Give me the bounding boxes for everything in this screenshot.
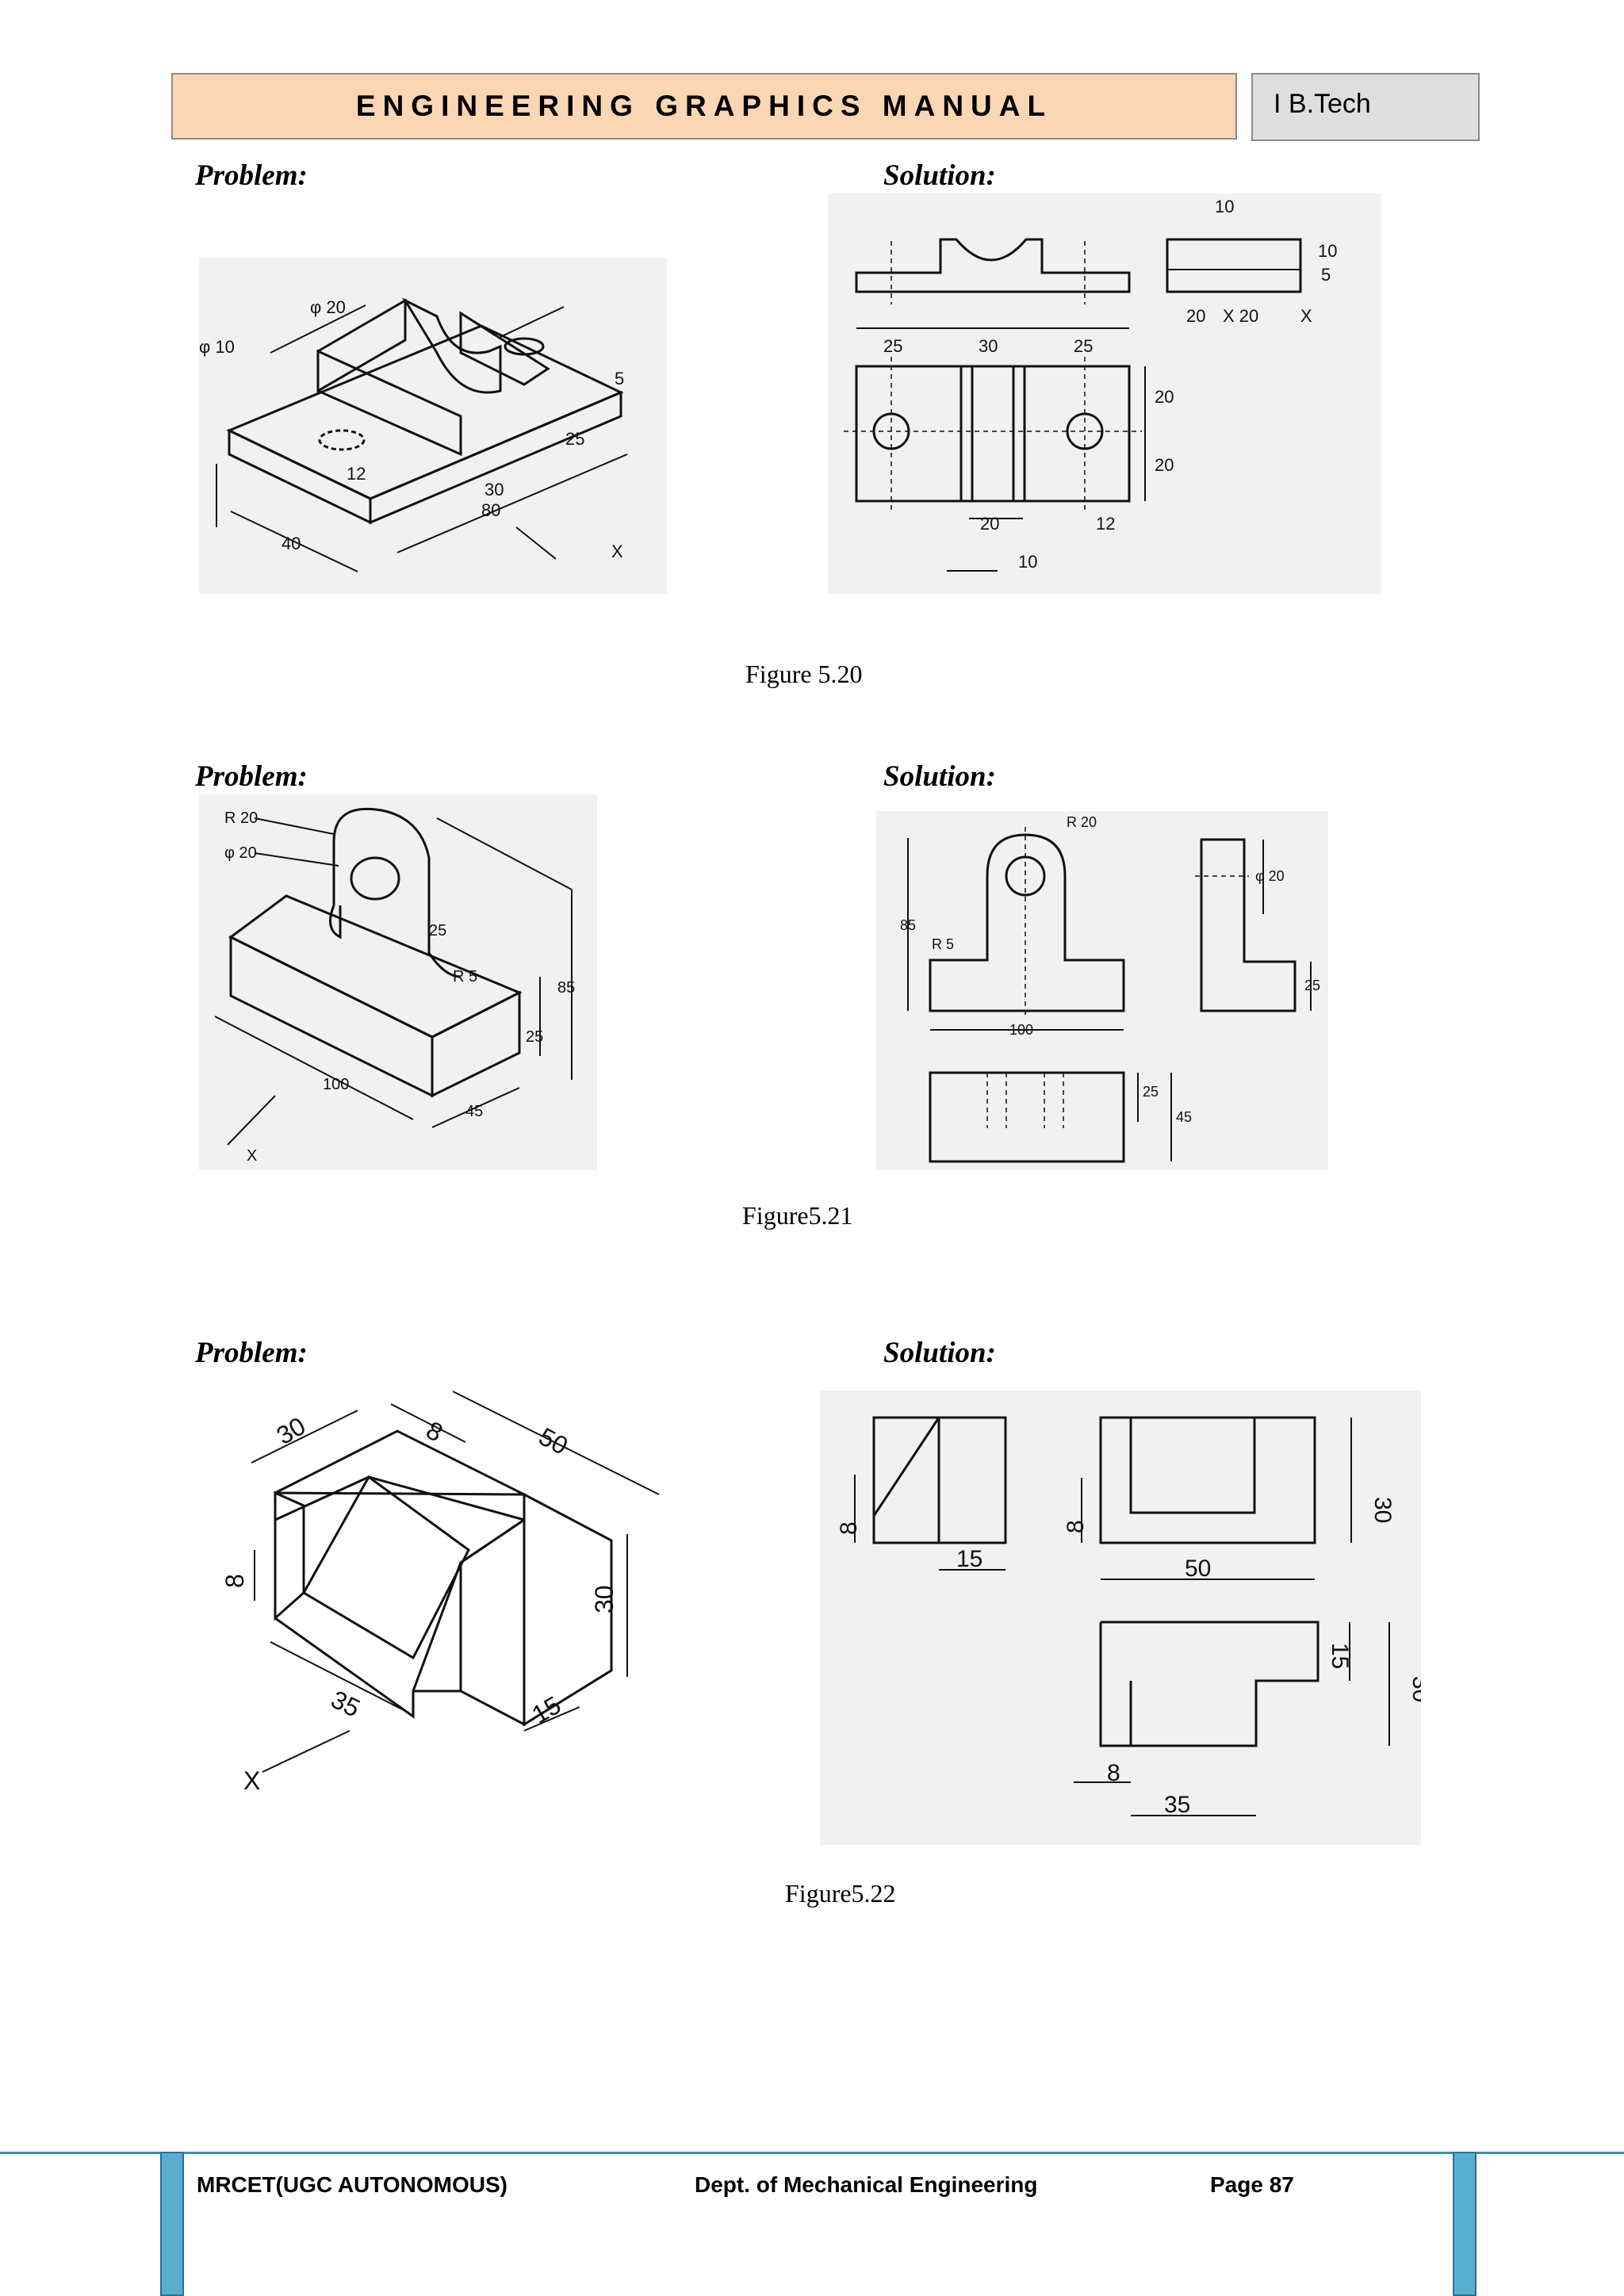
- svg-text:45: 45: [1176, 1109, 1192, 1125]
- orthographic-views: R 20 85 R 5 100 φ 20 25 25 45: [876, 811, 1328, 1170]
- svg-text:25: 25: [1074, 336, 1093, 356]
- footer-bar-left: [160, 2152, 184, 2296]
- svg-text:20: 20: [1155, 387, 1174, 407]
- svg-text:R 20: R 20: [1067, 814, 1097, 830]
- svg-text:X: X: [247, 1147, 257, 1165]
- solution-label: Solution:: [883, 1337, 996, 1369]
- svg-text:30: 30: [590, 1585, 619, 1613]
- solution-label: Solution:: [883, 760, 996, 793]
- figure-caption: Figure 5.20: [745, 660, 863, 688]
- svg-text:8: 8: [836, 1521, 862, 1535]
- svg-text:100: 100: [1009, 1022, 1033, 1038]
- figure-caption: Figure5.21: [742, 1201, 853, 1230]
- svg-text:45: 45: [465, 1103, 483, 1120]
- svg-text:80: 80: [481, 500, 500, 520]
- svg-text:8: 8: [220, 1574, 249, 1588]
- svg-text:5: 5: [615, 369, 624, 388]
- svg-text:R 5: R 5: [453, 968, 477, 985]
- svg-text:50: 50: [534, 1422, 573, 1460]
- isometric-drawing: φ 20 φ 10 5 12 25 30 80 40 X: [199, 258, 667, 594]
- orthographic-views: 10 10 5 20 X 20 X 25 30 25 20 20 20 12 1…: [828, 193, 1381, 594]
- svg-text:20: 20: [1186, 306, 1205, 326]
- svg-text:35: 35: [327, 1685, 365, 1723]
- svg-text:φ 20: φ 20: [224, 844, 257, 862]
- svg-text:8: 8: [1063, 1520, 1089, 1533]
- solution-label: Solution:: [883, 159, 996, 192]
- svg-text:15: 15: [956, 1546, 982, 1572]
- svg-text:X: X: [1300, 306, 1312, 326]
- svg-text:20: 20: [1155, 455, 1174, 475]
- svg-text:25: 25: [1143, 1084, 1159, 1100]
- svg-text:85: 85: [557, 979, 575, 997]
- svg-text:25: 25: [565, 429, 584, 449]
- svg-text:25: 25: [883, 336, 902, 356]
- footer-page-number: Page 87: [1210, 2172, 1294, 2197]
- svg-text:φ 10: φ 10: [199, 337, 235, 357]
- svg-text:30: 30: [485, 480, 504, 499]
- svg-text:10: 10: [1018, 552, 1037, 572]
- manual-title: ENGINEERING GRAPHICS MANUAL: [171, 73, 1237, 140]
- svg-text:φ 20: φ 20: [1255, 868, 1285, 884]
- svg-text:30: 30: [1408, 1676, 1421, 1702]
- orthographic-views: 8 15 8 50 30 15 30 8 35: [820, 1391, 1421, 1845]
- svg-text:5: 5: [1321, 265, 1331, 285]
- svg-text:25: 25: [1304, 978, 1320, 993]
- svg-text:8: 8: [1107, 1760, 1120, 1786]
- footer-bar-right: [1453, 2152, 1477, 2296]
- svg-text:R 5: R 5: [932, 936, 954, 952]
- svg-text:15: 15: [1327, 1643, 1353, 1669]
- svg-text:40: 40: [282, 534, 301, 553]
- svg-text:R 20: R 20: [224, 809, 258, 827]
- svg-text:100: 100: [323, 1076, 349, 1093]
- course-badge: I B.Tech: [1251, 73, 1480, 141]
- svg-text:φ 20: φ 20: [310, 297, 346, 317]
- svg-text:20: 20: [980, 514, 999, 534]
- svg-text:85: 85: [900, 917, 916, 933]
- svg-text:30: 30: [272, 1411, 311, 1450]
- svg-text:30: 30: [1369, 1497, 1396, 1523]
- svg-text:50: 50: [1185, 1556, 1211, 1582]
- footer-rule: [0, 2152, 1624, 2154]
- svg-text:25: 25: [526, 1028, 543, 1046]
- svg-text:10: 10: [1318, 241, 1337, 261]
- problem-label: Problem:: [195, 159, 308, 192]
- svg-text:10: 10: [1215, 197, 1234, 216]
- problem-label: Problem:: [195, 1337, 308, 1369]
- problem-label: Problem:: [195, 760, 308, 793]
- svg-text:X 20: X 20: [1223, 306, 1258, 326]
- footer-department: Dept. of Mechanical Engineering: [695, 2172, 1038, 2197]
- svg-text:12: 12: [347, 464, 366, 484]
- isometric-drawing: R 20 φ 20 25 R 5 85 25 100 45 X: [199, 794, 597, 1170]
- svg-text:12: 12: [1096, 514, 1115, 534]
- svg-text:X: X: [611, 541, 623, 561]
- svg-text:25: 25: [429, 922, 446, 939]
- svg-text:30: 30: [979, 336, 998, 356]
- svg-text:35: 35: [1164, 1792, 1190, 1818]
- footer-institution: MRCET(UGC AUTONOMOUS): [197, 2172, 508, 2197]
- figure-caption: Figure5.22: [785, 1879, 896, 1908]
- isometric-drawing: 30 8 50 30 8 35 15 X: [199, 1376, 683, 1813]
- svg-text:X: X: [243, 1766, 260, 1795]
- svg-text:15: 15: [527, 1690, 566, 1729]
